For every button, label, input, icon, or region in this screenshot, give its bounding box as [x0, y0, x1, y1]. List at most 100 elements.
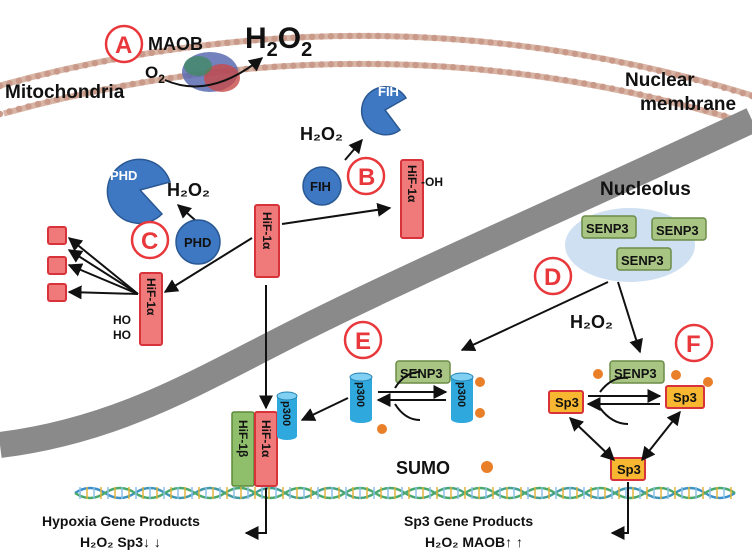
lipid-head: [609, 57, 616, 64]
lipid-head: [468, 37, 476, 44]
lipid-head: [478, 66, 485, 73]
lipid-head: [176, 45, 184, 52]
lipid-head: [101, 58, 108, 65]
lipid-head: [44, 98, 51, 105]
h2o2-c-label: H₂O₂: [167, 180, 210, 200]
lipid-head: [299, 61, 306, 69]
lipid-head: [167, 46, 174, 54]
lipid-head: [534, 44, 541, 52]
senp3-f: SENP3: [609, 360, 665, 384]
lipid-head: [355, 60, 363, 68]
lipid-head: [157, 76, 165, 83]
lipid-head: [63, 66, 70, 73]
sumo-e-2: [475, 408, 485, 418]
lipid-head: [252, 36, 259, 44]
lipid-head: [82, 89, 89, 97]
d-to-e-arrow: [460, 281, 609, 352]
lipid-head: [374, 32, 382, 40]
nuclear-membrane: [0, 108, 752, 458]
lipid-head: [271, 63, 278, 70]
lipid-head: [711, 81, 718, 89]
lipid-head: [664, 97, 672, 105]
lipid-head: [280, 62, 288, 70]
sumo-f-3: [671, 370, 681, 380]
deg-arrow-1: [67, 237, 139, 295]
lipid-head: [34, 100, 42, 108]
lipid-head: [674, 100, 681, 107]
lipid-head: [280, 34, 288, 42]
panel-d-circle: [533, 256, 573, 296]
panel-d-letter: D: [544, 264, 561, 291]
lipid-head: [421, 34, 429, 41]
sumo-f-1: [593, 369, 603, 379]
panel-e-letter: E: [355, 328, 371, 355]
panel-b-circle: [346, 156, 386, 196]
nucleolus-label: Nucleolus: [600, 179, 691, 200]
lipid-head: [487, 67, 494, 74]
lipid-head: [524, 43, 532, 50]
panel-a-circle: [104, 24, 144, 64]
lipid-head: [148, 77, 155, 85]
lipid-head: [412, 61, 419, 69]
deg-arrow-4: [67, 249, 139, 295]
hif1b-label: HiF-1β: [236, 420, 250, 457]
hypoxia-products-label: Hypoxia Gene Products: [42, 513, 200, 529]
p300-cylinder-e-right: p300: [450, 372, 474, 423]
deg-arrow-3: [67, 285, 139, 300]
lipid-head: [110, 84, 118, 91]
lipid-head: [393, 61, 400, 68]
lipid-head: [702, 107, 709, 114]
lipid-head: [15, 105, 23, 113]
lipid-head: [299, 34, 306, 41]
lipid-head: [562, 77, 569, 84]
lipid-head: [468, 65, 476, 72]
ho-label-1: HO: [113, 313, 131, 327]
lipid-head: [571, 78, 579, 85]
e-arrow-curve: [394, 371, 421, 389]
svg-text:SENP3: SENP3: [656, 223, 699, 238]
svg-text:p300: p300: [354, 382, 366, 407]
maob-label: MAOB: [148, 34, 203, 54]
hif1a-hydroxylated-b: [400, 159, 424, 239]
lipid-head: [506, 69, 513, 76]
lipid-head: [449, 63, 457, 71]
hif1a-central: [254, 204, 280, 278]
phd-circle-label: PHD: [184, 235, 211, 250]
lipid-head: [543, 46, 550, 53]
lipid-head: [590, 81, 597, 89]
hif1a-hydroxylated-c: [139, 272, 163, 346]
phd-circle: [175, 219, 221, 265]
lipid-head: [496, 68, 504, 75]
h2o2-big-label: H2O2: [245, 22, 312, 61]
lipid-head: [129, 80, 136, 88]
lipid-head: [384, 32, 391, 40]
hypoxia-output-arrow: [244, 488, 267, 540]
h2o2-b-label: H₂O₂: [300, 124, 343, 144]
fih-pacman-top: [360, 86, 408, 136]
sumo-e-3: [377, 424, 387, 434]
lipid-head: [384, 60, 391, 68]
hif1a-nuclear-label: HiF-1α: [259, 420, 273, 458]
lipid-head: [515, 42, 522, 49]
sp3-f-left: Sp3: [548, 390, 584, 414]
lipid-head: [214, 40, 222, 48]
senp3-nucleolus-2: SENP3: [651, 217, 707, 241]
sumo-e-1: [475, 377, 485, 387]
hif-to-b-arrow: [281, 202, 392, 225]
lipid-head: [82, 61, 89, 69]
hif1a-c-label: HiF-1α: [144, 278, 158, 316]
lipid-head: [487, 39, 494, 46]
lipid-head: [0, 110, 4, 118]
sumo-legend-label: SUMO: [396, 458, 450, 478]
lipid-head: [290, 34, 297, 41]
lipid-head: [91, 59, 99, 67]
lipid-head: [402, 61, 410, 68]
lipid-head: [346, 60, 353, 68]
hif-to-c-arrow: [163, 237, 253, 293]
lipid-head: [664, 69, 672, 77]
lipid-head: [365, 32, 372, 40]
lipid-head: [53, 96, 61, 103]
lipid-head: [552, 47, 560, 54]
lipid-head: [44, 70, 51, 77]
degraded-fragment-2: [47, 256, 67, 275]
